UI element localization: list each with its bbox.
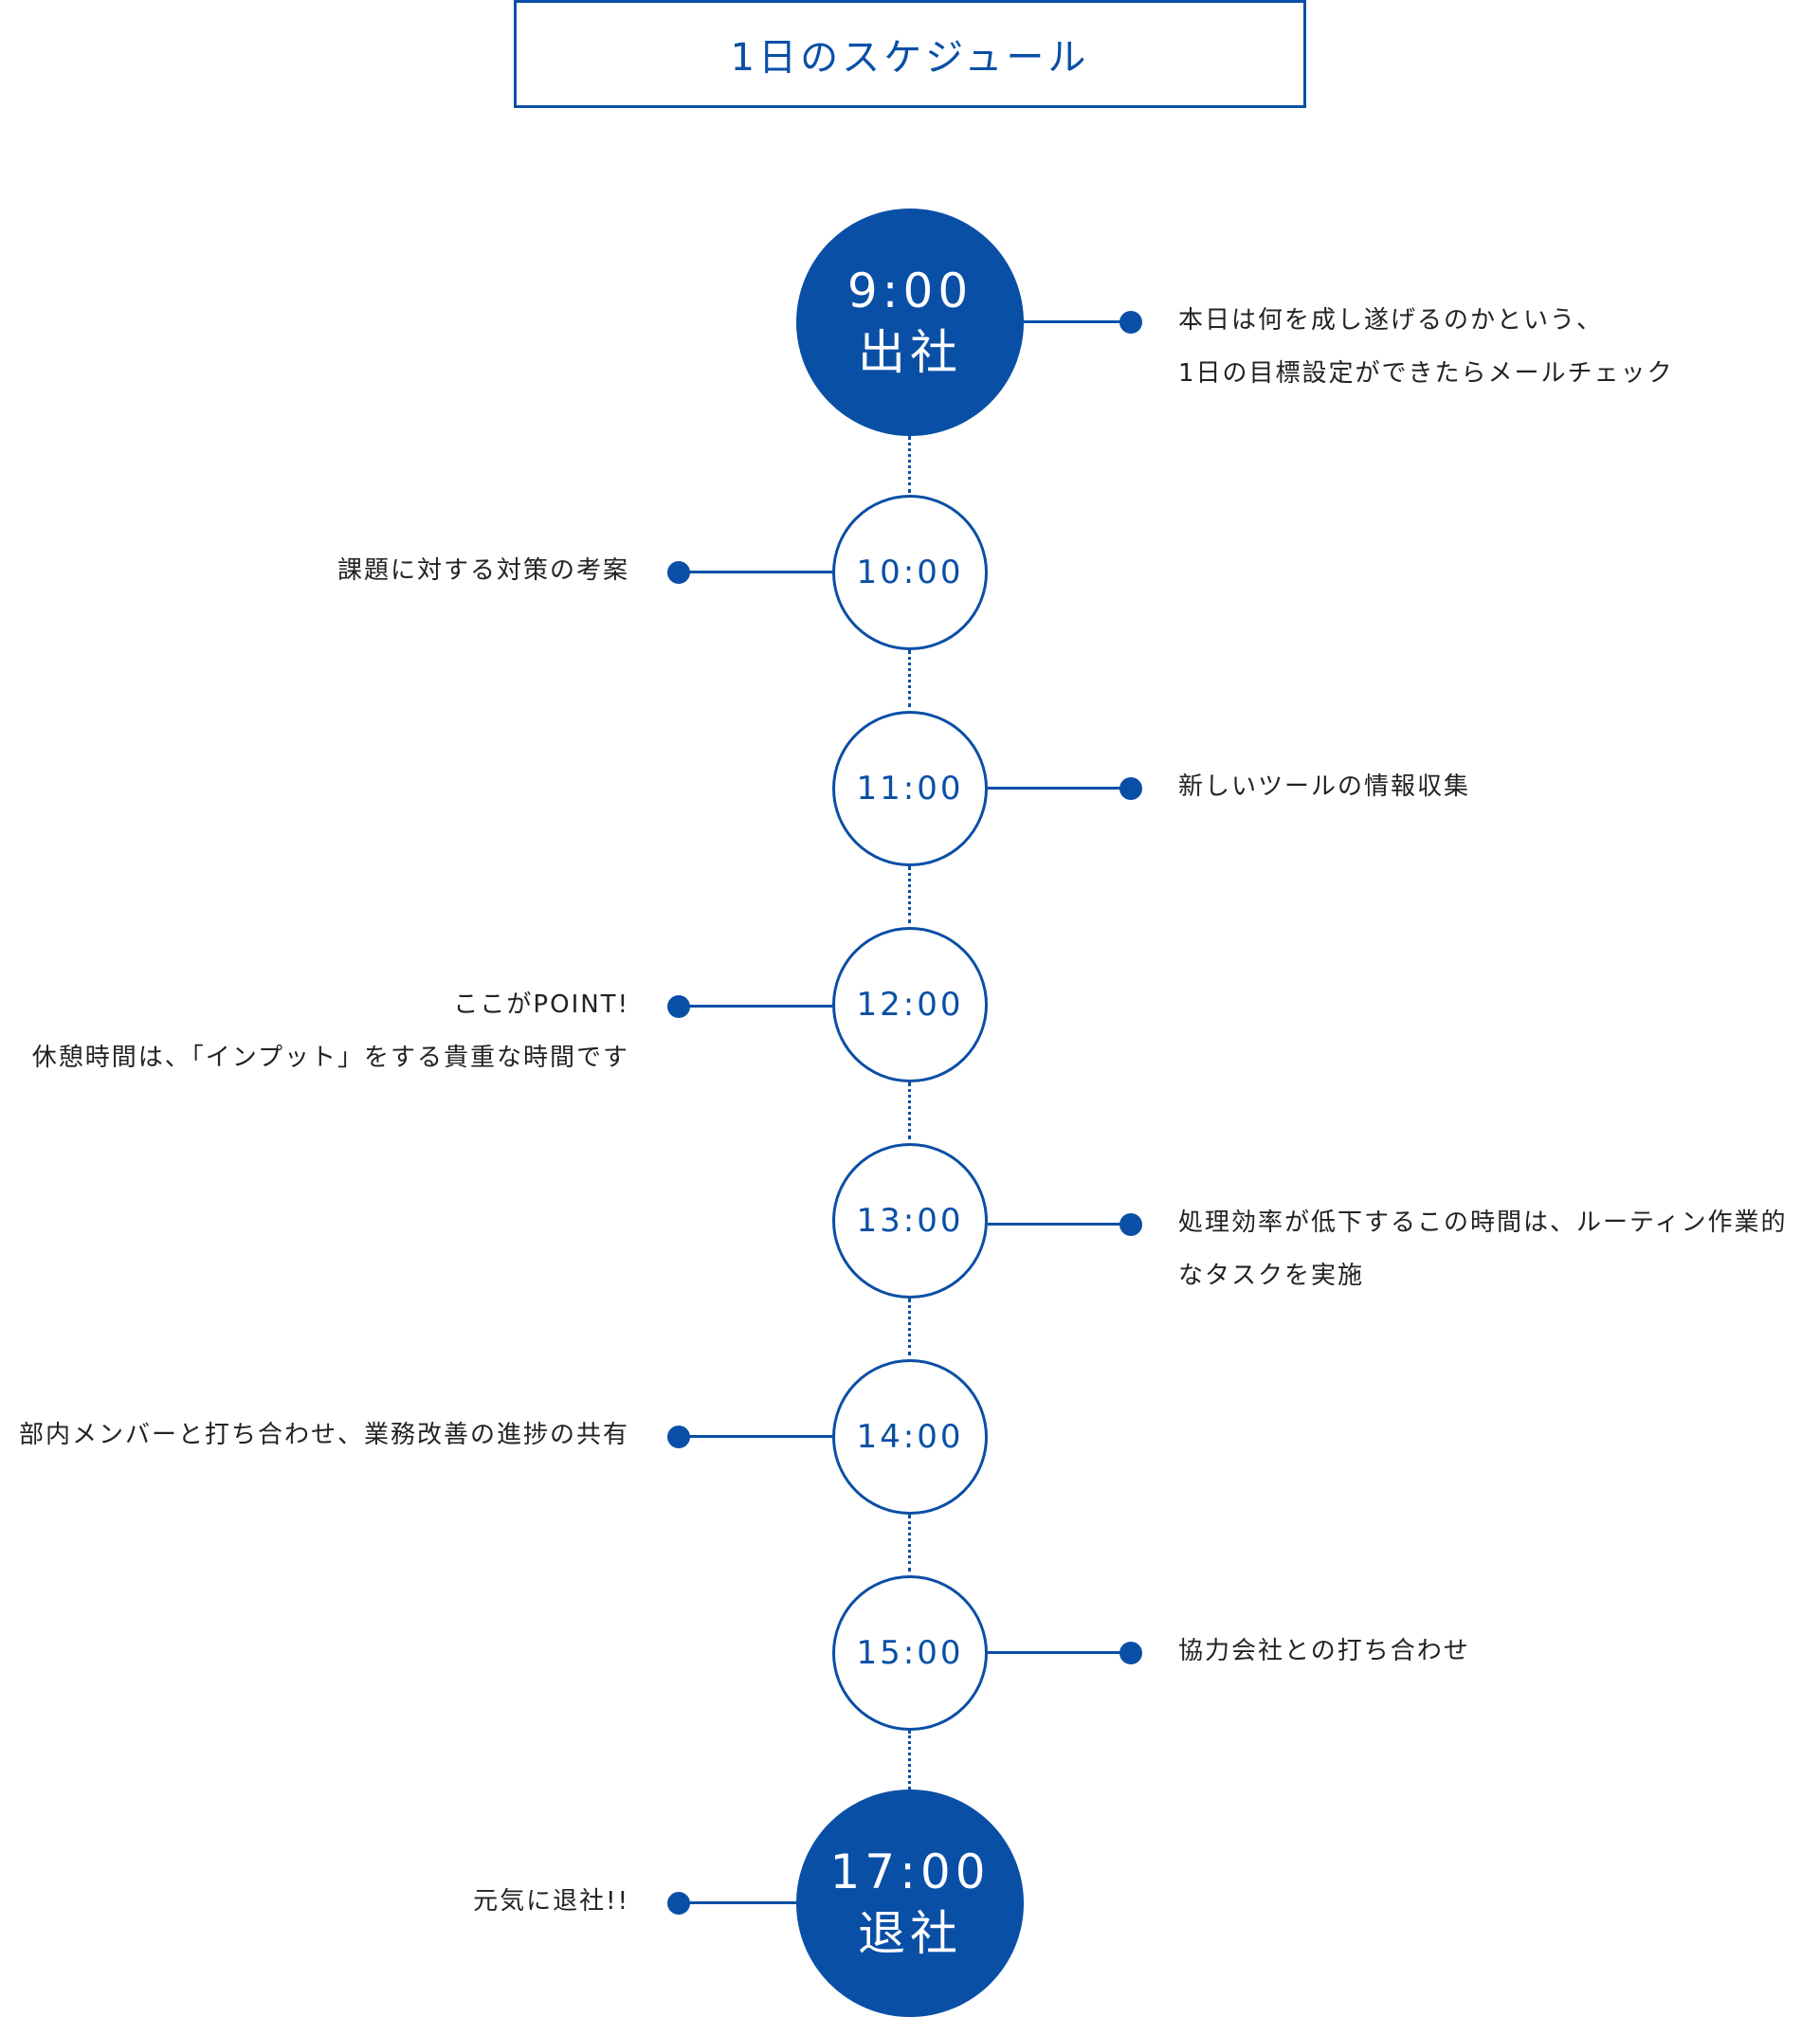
time-node-0900: 9:00 出社	[796, 209, 1024, 436]
connector-line	[679, 571, 832, 573]
event-text-1200: ここがPOINT! 休憩時間は、「インプット」をする貴重な時間です	[31, 990, 629, 1072]
schedule-title: 1日のスケジュール	[514, 0, 1306, 108]
connector-line	[679, 1901, 796, 1904]
connector-line	[679, 1435, 832, 1438]
time-node-1100: 11:00	[832, 711, 988, 866]
timeline-spine	[908, 1731, 911, 1790]
connector-line	[988, 787, 1130, 790]
time-label: 15:00	[856, 1634, 964, 1672]
connector-line	[988, 1651, 1130, 1654]
timeline-spine	[908, 1299, 911, 1355]
connector-line	[1024, 320, 1130, 323]
time-label: 11:00	[856, 770, 964, 808]
timeline-spine	[908, 650, 911, 707]
connector-dot	[1119, 1213, 1142, 1236]
time-label: 13:00	[856, 1202, 964, 1240]
time-node-1500: 15:00	[832, 1575, 988, 1731]
time-node-1200: 12:00	[832, 927, 988, 1082]
time-node-1300: 13:00	[832, 1143, 988, 1299]
timeline-spine	[908, 1082, 911, 1139]
connector-dot	[1119, 777, 1142, 800]
event-text-1300: 処理効率が低下するこの時間は、ルーティン作業的 なタスクを実施	[1178, 1208, 1788, 1290]
time-caption: 出社	[858, 325, 962, 380]
time-label: 9:00	[846, 263, 974, 318]
timeline-spine	[908, 1515, 911, 1572]
event-text-1500: 協力会社との打ち合わせ	[1178, 1637, 1470, 1665]
timeline-spine	[908, 866, 911, 923]
time-node-1400: 14:00	[832, 1359, 988, 1515]
event-text-1100: 新しいツールの情報収集	[1178, 772, 1471, 801]
event-text-0900: 本日は何を成し遂げるのかという、 1日の目標設定ができたらメールチェック	[1178, 306, 1674, 388]
connector-dot	[1119, 1642, 1142, 1664]
time-label: 12:00	[856, 986, 964, 1024]
time-label: 17:00	[829, 1844, 991, 1899]
time-label: 14:00	[856, 1418, 964, 1456]
timeline-spine	[908, 436, 911, 493]
connector-dot	[667, 561, 690, 584]
event-text-1700: 元気に退社!!	[473, 1887, 629, 1916]
connector-line	[679, 1005, 832, 1008]
event-text-1000: 課題に対する対策の考案	[337, 556, 629, 585]
connector-dot	[667, 1892, 690, 1915]
time-caption: 退社	[858, 1906, 962, 1961]
connector-dot	[667, 1426, 690, 1448]
time-label: 10:00	[856, 554, 964, 591]
connector-dot	[667, 995, 690, 1018]
event-text-1400: 部内メンバーと打ち合わせ、業務改善の進捗の共有	[18, 1421, 629, 1449]
connector-line	[988, 1223, 1130, 1226]
time-node-1000: 10:00	[832, 495, 988, 650]
time-node-1700: 17:00 退社	[796, 1790, 1024, 2017]
connector-dot	[1119, 311, 1142, 334]
